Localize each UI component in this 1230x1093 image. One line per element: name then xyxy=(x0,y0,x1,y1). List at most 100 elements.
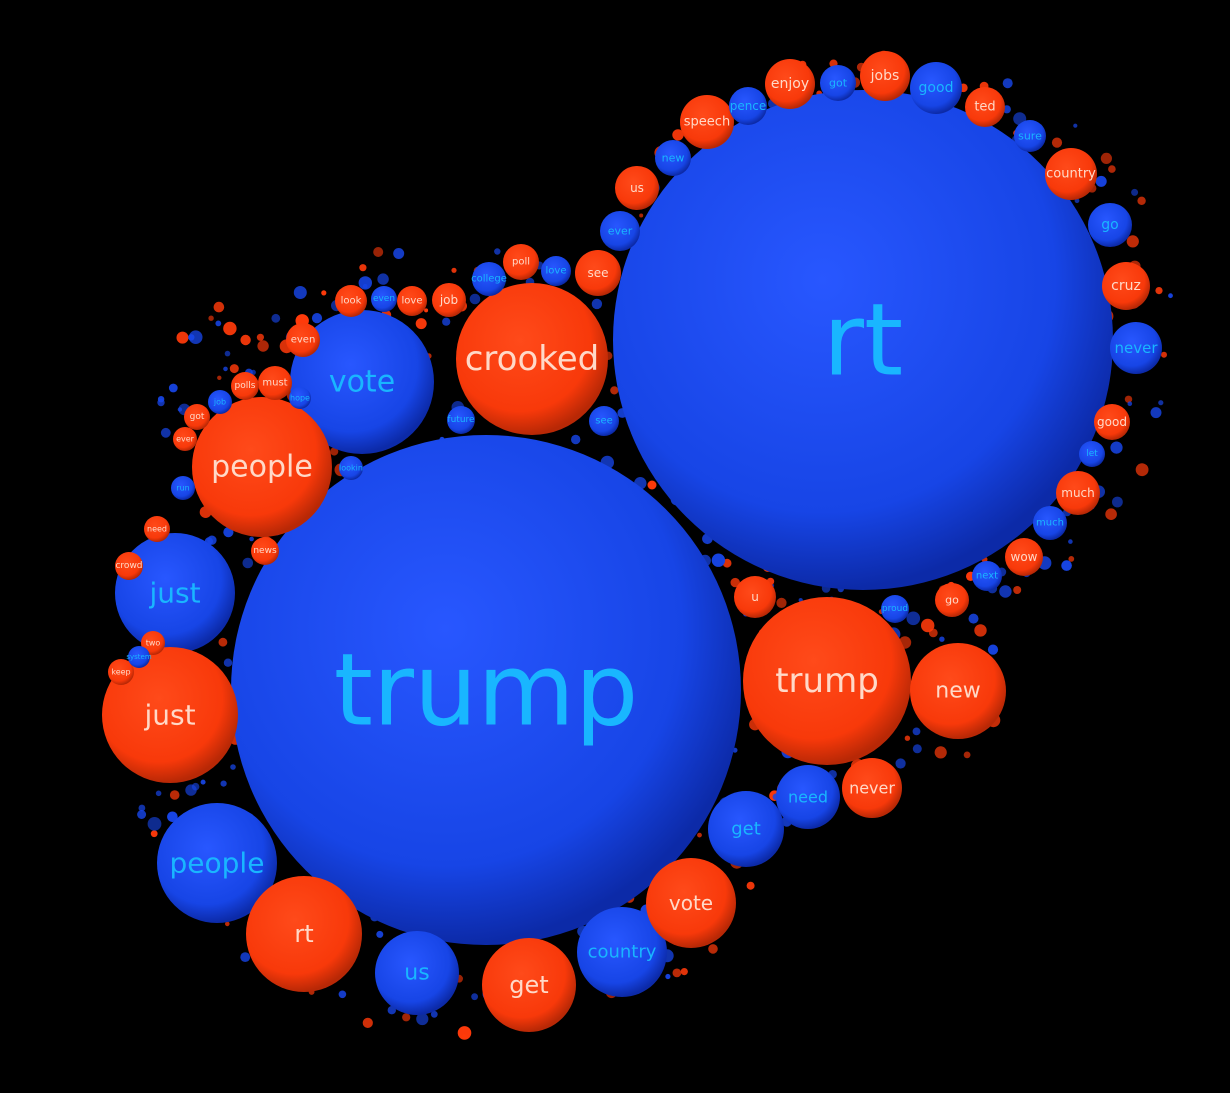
tiny-bubble xyxy=(895,758,906,769)
word-bubble-people-blue[interactable]: people xyxy=(157,803,277,923)
word-bubble-job-red[interactable]: job xyxy=(432,283,466,317)
word-bubble-wow-red[interactable]: wow xyxy=(1005,538,1043,576)
word-bubble-see-blue[interactable]: see xyxy=(589,406,619,436)
word-bubble-vote-blue[interactable]: vote xyxy=(290,310,434,454)
tiny-bubble xyxy=(415,318,427,330)
word-bubble-even-blue[interactable]: even xyxy=(371,286,397,312)
word-bubble-lookin-blue[interactable]: lookin xyxy=(339,456,363,480)
bubble-label: lookin xyxy=(339,464,363,473)
bubble-label: crooked xyxy=(465,339,600,379)
tiny-bubble xyxy=(639,213,644,218)
word-bubble-polls-red[interactable]: polls xyxy=(231,372,259,400)
tiny-bubble xyxy=(215,320,222,327)
word-bubble-vote-red[interactable]: vote xyxy=(646,858,736,948)
word-bubble-ever-blue[interactable]: ever xyxy=(600,211,640,251)
word-bubble-never-blue[interactable]: never xyxy=(1110,322,1162,374)
bubble-label: next xyxy=(976,571,998,582)
word-bubble-crooked-red[interactable]: crooked xyxy=(456,283,608,435)
word-bubble-job-blue[interactable]: job xyxy=(208,390,232,414)
word-bubble-rt-blue[interactable]: rt xyxy=(613,90,1113,590)
bubble-label: new xyxy=(662,152,685,165)
bubble-circle xyxy=(680,95,734,149)
tiny-bubble xyxy=(730,577,740,588)
word-bubble-must-red[interactable]: must xyxy=(258,366,292,400)
word-bubble-new-red[interactable]: new xyxy=(910,643,1006,739)
word-bubble-never-red[interactable]: never xyxy=(842,758,902,818)
tiny-bubble xyxy=(338,990,347,999)
word-bubble-rt-red[interactable]: rt xyxy=(246,876,362,992)
bubble-label: country xyxy=(588,942,657,963)
word-bubble-jobs-red[interactable]: jobs xyxy=(860,51,910,101)
word-bubble-run-blue[interactable]: run xyxy=(171,476,195,500)
word-bubble-keep-red[interactable]: keep xyxy=(108,659,134,685)
tiny-bubble xyxy=(451,267,457,273)
word-bubble-just-red[interactable]: just xyxy=(102,647,238,783)
word-bubble-us-red[interactable]: us xyxy=(615,166,659,210)
word-bubble-speech-red[interactable]: speech xyxy=(680,95,734,149)
bubble-label: see xyxy=(587,266,608,280)
word-bubble-hope-blue[interactable]: hope xyxy=(289,387,311,409)
word-bubble-get-red[interactable]: get xyxy=(482,938,576,1032)
bubble-circle xyxy=(246,876,362,992)
bubble-circle xyxy=(765,59,815,109)
bubble-label: look xyxy=(341,296,362,307)
word-bubble-trump-red[interactable]: trump xyxy=(743,597,911,765)
word-bubble-go-red[interactable]: go xyxy=(935,583,969,617)
word-bubble-good-blue[interactable]: good xyxy=(910,62,962,114)
word-bubble-need-red[interactable]: need xyxy=(144,516,170,542)
bubble-label: speech xyxy=(684,115,730,130)
word-bubble-just-blue[interactable]: just xyxy=(115,533,235,653)
word-bubble-got-red[interactable]: got xyxy=(184,404,210,430)
word-bubble-college-blue[interactable]: college xyxy=(471,262,507,296)
bubble-label: ever xyxy=(176,435,195,444)
bubble-circle xyxy=(141,631,165,655)
word-bubble-sure-blue[interactable]: sure xyxy=(1014,120,1046,152)
word-bubble-ted-red[interactable]: ted xyxy=(965,87,1005,127)
word-bubble-see-red[interactable]: see xyxy=(575,250,621,296)
word-bubble-much-red[interactable]: much xyxy=(1056,471,1100,515)
word-bubble-love-red[interactable]: love xyxy=(397,286,427,316)
word-bubble-enjoy-red[interactable]: enjoy xyxy=(765,59,815,109)
word-bubble-news-red[interactable]: news xyxy=(251,537,279,565)
word-bubble-next-blue[interactable]: next xyxy=(972,561,1002,591)
word-bubble-country-red[interactable]: country xyxy=(1045,148,1097,200)
word-bubble-love-blue[interactable]: love xyxy=(541,256,571,286)
word-bubble-proud-blue[interactable]: proud xyxy=(881,595,909,623)
word-bubble-poll-red[interactable]: poll xyxy=(503,244,539,280)
tiny-bubble xyxy=(224,350,231,357)
word-bubble-people-red[interactable]: people xyxy=(192,397,332,537)
bubble-label: future xyxy=(447,415,475,425)
word-bubble-future-blue[interactable]: future xyxy=(447,406,475,434)
word-bubble-got-blue[interactable]: got xyxy=(820,65,856,101)
word-bubble-system-blue[interactable]: system xyxy=(126,646,152,668)
word-bubble-ever-red[interactable]: ever xyxy=(173,427,197,451)
word-bubble-need-blue[interactable]: need xyxy=(776,765,840,829)
tiny-bubble xyxy=(1155,287,1163,295)
word-bubble-go-blue[interactable]: go xyxy=(1088,203,1132,247)
word-bubble-crowd-red[interactable]: crowd xyxy=(115,552,143,580)
word-bubble-trump-blue[interactable]: trump xyxy=(231,435,741,945)
tiny-bubble xyxy=(430,1010,438,1018)
tiny-bubble xyxy=(665,973,671,980)
bubble-circle xyxy=(734,576,776,618)
word-bubble-cruz-red[interactable]: cruz xyxy=(1102,262,1150,310)
word-bubble-country-blue[interactable]: country xyxy=(577,907,667,997)
word-bubble-even-red[interactable]: even xyxy=(286,323,320,357)
bubble-label: rt xyxy=(294,920,313,948)
bubble-label: even xyxy=(291,335,316,346)
word-bubble-much-blue[interactable]: much xyxy=(1033,506,1067,540)
word-bubble-look-red[interactable]: look xyxy=(335,285,367,317)
tiny-bubble xyxy=(1161,351,1167,358)
word-bubble-two-red[interactable]: two xyxy=(141,631,165,655)
tiny-bubble xyxy=(1068,556,1075,562)
word-bubble-us-blue[interactable]: us xyxy=(375,931,459,1015)
word-bubble-good-red[interactable]: good xyxy=(1094,404,1130,440)
word-bubble-pence-blue[interactable]: pence xyxy=(729,87,767,125)
word-bubble-u-red[interactable]: u xyxy=(734,576,776,618)
word-bubble-new-blue[interactable]: new xyxy=(655,140,691,176)
word-bubble-get-blue[interactable]: get xyxy=(708,791,784,867)
tiny-bubble xyxy=(311,313,323,324)
tiny-bubble xyxy=(208,315,214,321)
word-bubble-let-blue[interactable]: let xyxy=(1079,441,1105,467)
